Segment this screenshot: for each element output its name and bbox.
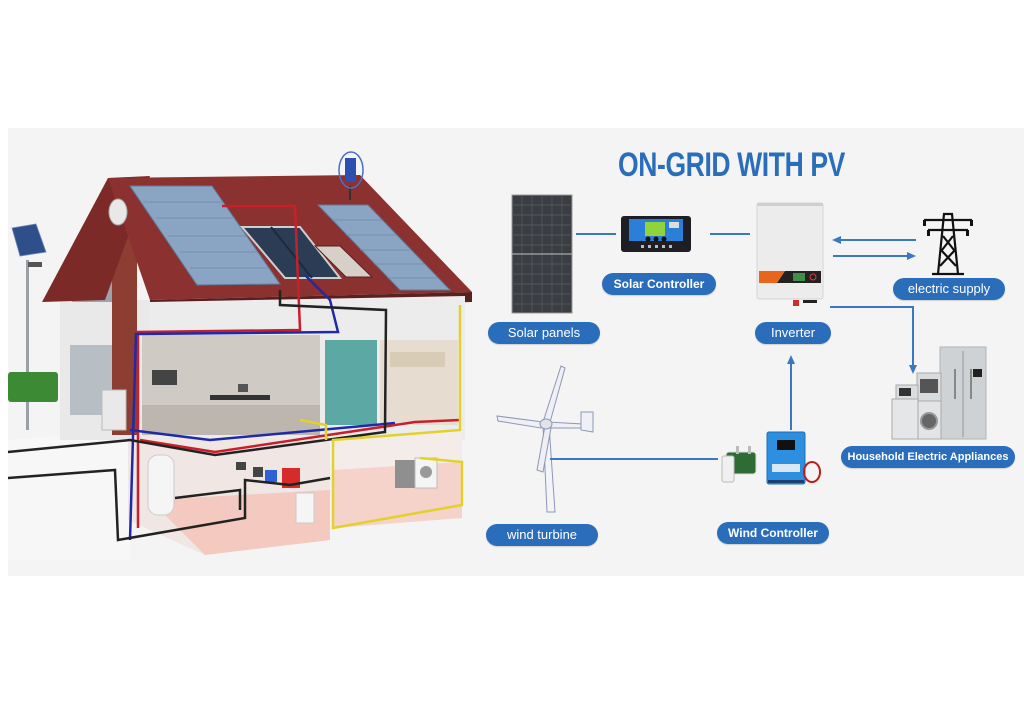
charge-controller-icon [621,216,691,252]
inverter-icon [756,202,824,306]
connector-windcontroller-inverter [790,362,792,430]
wind-controller-icon [721,431,821,485]
arrow-up-head [787,355,795,364]
connector-controller-inverter [710,233,750,235]
label-solar-panels: Solar panels [488,322,600,344]
arrow-inverter-to-grid [833,255,907,257]
diagram-title: ON-GRID WITH PV [618,146,845,184]
wind-turbine-icon [496,365,594,513]
solar-panel-icon [511,194,573,314]
label-inverter: Inverter [755,322,831,344]
solar-street-lamp-icon [11,223,47,430]
transmission-tower-icon [923,212,973,276]
arrow-left-head [832,236,841,244]
label-wind-controller: Wind Controller [717,522,829,544]
label-household-appliances: Household Electric Appliances [841,446,1015,468]
arrow-grid-to-inverter [840,239,916,241]
appliances-icon [891,346,987,440]
arrow-down-head [909,365,917,374]
label-wind-turbine: wind turbine [486,524,598,546]
connector-inverter-appliances-h [830,306,913,308]
connector-inverter-appliances-v [912,306,914,366]
label-solar-controller: Solar Controller [602,273,716,295]
connector-panels-controller [576,233,616,235]
roof-wind-turbine-icon [338,151,364,200]
label-electric-supply: electric supply [893,278,1005,300]
connector-turbine-controller [550,458,718,460]
arrow-right-head [907,252,916,260]
house-cutaway-illustration [7,151,472,560]
